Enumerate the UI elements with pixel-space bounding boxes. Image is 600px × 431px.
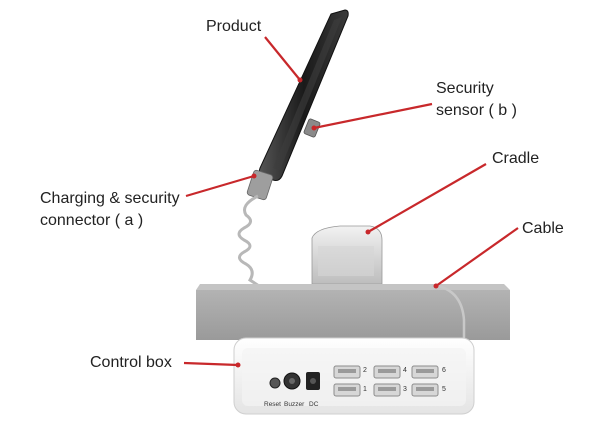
- usb-port-number-6: 6: [442, 367, 446, 374]
- label-control-box: Control box: [90, 352, 172, 374]
- leader-dot-cable: [433, 283, 439, 289]
- leader-dot-product: [297, 77, 303, 83]
- leader-charging-connector: [185, 174, 255, 198]
- leader-dot-charging-connector: [251, 173, 257, 179]
- label-charging-connector-line2: connector ( a ): [40, 212, 144, 229]
- leader-cable: [435, 227, 519, 287]
- leader-control-box: [183, 361, 239, 367]
- label-charging-connector: Charging & security connector ( a ): [40, 188, 180, 232]
- reset-button-icon: [269, 377, 281, 389]
- leader-security-sensor: [313, 102, 433, 130]
- charging-connector: [246, 169, 274, 201]
- label-cable-text: Cable: [522, 220, 564, 237]
- port-label-reset: Reset: [264, 401, 281, 408]
- port-label-buzzer: Buzzer: [284, 401, 305, 408]
- cradle: [311, 225, 383, 285]
- usb-port-number-3: 3: [403, 386, 407, 393]
- usb-port-number-2: 2: [363, 367, 367, 374]
- label-security-sensor-line1: Security: [436, 80, 494, 97]
- leader-cradle: [367, 163, 487, 233]
- leader-dot-control-box: [235, 362, 241, 368]
- label-security-sensor-line2: sensor ( b ): [436, 102, 517, 119]
- usb-port-number-5: 5: [442, 386, 446, 393]
- leader-product: [264, 36, 301, 81]
- port-label-dc: DC: [309, 401, 319, 408]
- usb-port-number-4: 4: [403, 367, 407, 374]
- label-security-sensor: Security sensor ( b ): [436, 78, 517, 122]
- leader-dot-cradle: [365, 229, 371, 235]
- product-phone: [258, 9, 349, 181]
- leader-lines: [183, 36, 519, 367]
- coiled-cable: [237, 194, 263, 290]
- label-product-text: Product: [206, 18, 262, 35]
- label-product: Product: [206, 16, 261, 38]
- control-box: [233, 337, 475, 415]
- label-charging-connector-line1: Charging & security: [40, 190, 180, 207]
- label-control-box-text: Control box: [90, 354, 172, 371]
- label-cradle-text: Cradle: [492, 150, 540, 167]
- leader-dot-security-sensor: [311, 125, 317, 131]
- usb-port-number-1: 1: [363, 386, 367, 393]
- label-cable: Cable: [522, 218, 564, 240]
- security-cable: [437, 284, 466, 352]
- label-cradle: Cradle: [492, 148, 539, 170]
